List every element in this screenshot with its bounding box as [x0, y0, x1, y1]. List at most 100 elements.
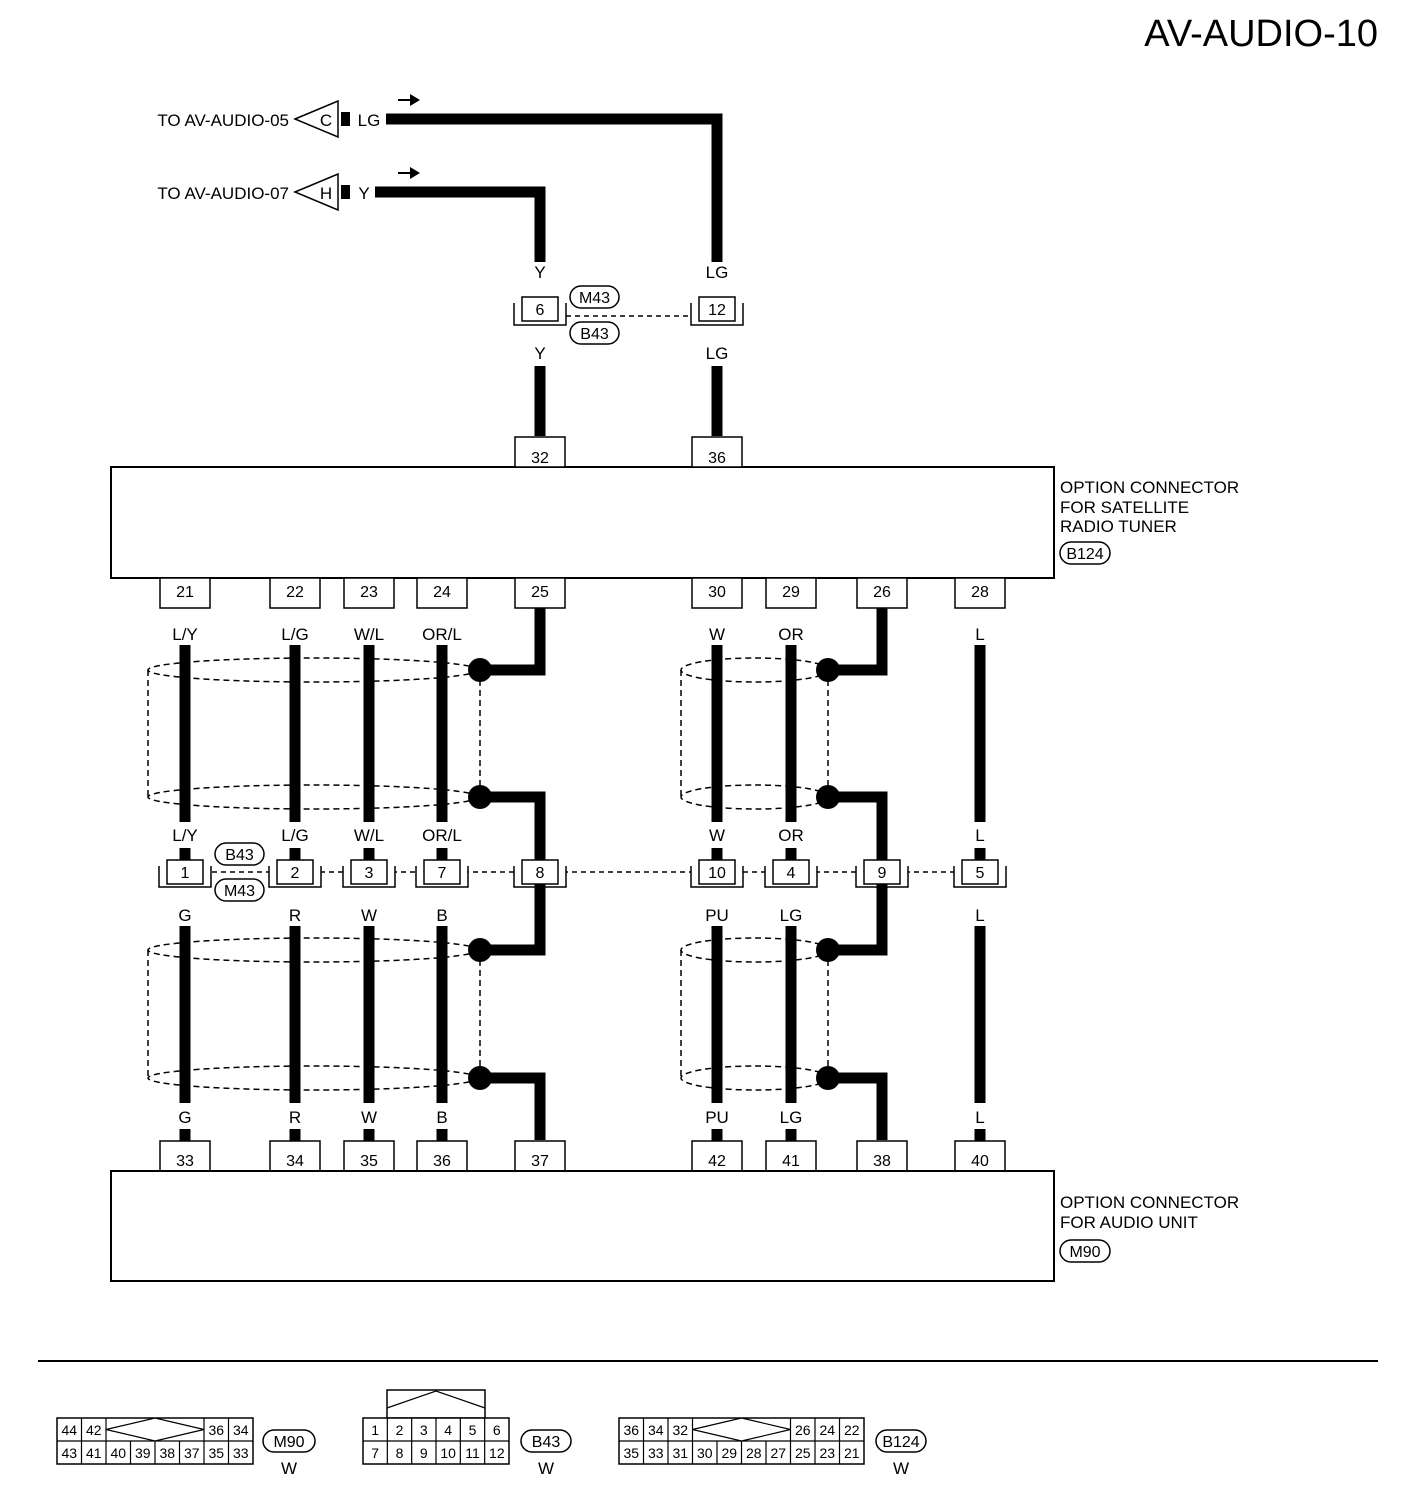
drain-wire: [828, 884, 888, 956]
page-title: AV-AUDIO-10: [1144, 13, 1378, 55]
face-pin: 8: [396, 1445, 404, 1461]
audio-unit: 33 34 35 36 37 42 41 38 40 OPTION CONNEC…: [110, 1140, 1239, 1282]
face-view-m90: 44 42 36 34 43 41 40 39 38 37 35 33 M90 …: [56, 1417, 316, 1478]
connector-pin-box: [276, 859, 314, 885]
unit-pin-number: 35: [360, 1153, 378, 1170]
connector-pin-box: [423, 859, 461, 885]
connector-pin-box: [350, 859, 388, 885]
shield-outline: [147, 657, 479, 683]
unit-label-line: OPTION CONNECTOR: [1060, 1193, 1239, 1212]
wire-color-label: B: [436, 906, 447, 925]
face-pin: 25: [795, 1445, 811, 1461]
drain-wire: [828, 608, 888, 676]
wire-color-label: LG: [706, 263, 729, 282]
shield-node: [468, 658, 492, 682]
face-pin: 36: [208, 1422, 224, 1438]
drain-wire: [480, 1072, 546, 1140]
unit-pin-tab: [416, 1140, 468, 1172]
face-pin: 11: [465, 1445, 480, 1461]
face-pin: 39: [135, 1445, 151, 1461]
face-pin: 35: [623, 1445, 639, 1461]
wire-color-label: PU: [705, 906, 729, 925]
face-pin: 9: [420, 1445, 428, 1461]
drain-wire: [480, 608, 546, 676]
unit-pin-tab: [691, 1140, 743, 1172]
unit-label-line: FOR SATELLITE: [1060, 498, 1189, 517]
wire-color-label: W: [361, 906, 377, 925]
unit-pin-number: 40: [971, 1153, 989, 1170]
wire-color-label: B: [436, 1108, 447, 1127]
unit-tag-text: M90: [1069, 1244, 1100, 1261]
unit-pin-number: 29: [782, 584, 800, 601]
unit-pin-tab: [954, 577, 1006, 609]
connector-bracket: [513, 303, 567, 326]
face-pin: 31: [672, 1445, 688, 1461]
connector-pin-box: [166, 859, 204, 885]
face-pin: 41: [86, 1445, 102, 1461]
wire-color-label: LG: [780, 1108, 803, 1127]
connector-tag-text: B43: [580, 326, 609, 343]
unit-tag-text: B124: [1066, 546, 1103, 563]
unit-pin-number: 36: [708, 450, 726, 467]
shield-outline: [680, 657, 830, 683]
connector-pin-number: 10: [708, 865, 726, 882]
shield-outline: [147, 1065, 479, 1091]
unit-pin-tab: [691, 436, 743, 468]
unit-pin-number: 34: [286, 1153, 304, 1170]
wire-color-label: R: [289, 906, 301, 925]
unit-bottom-pins: 21 22 23 24 25 30 29 26 28: [159, 577, 1006, 609]
connector-pin-number: 3: [365, 865, 374, 882]
connector-tag-b43: [214, 842, 265, 866]
row-connector-b43-m43: 1 2 3 7 8 10 4 9 5 B43 M43: [158, 842, 1007, 902]
unit-pin-tab: [159, 1140, 211, 1172]
shield-outline: [680, 784, 830, 810]
face-pin: 35: [208, 1445, 224, 1461]
connector-tag-text: B43: [225, 847, 254, 864]
unit-label-line: RADIO TUNER: [1060, 517, 1177, 536]
face-pin: 44: [61, 1422, 77, 1438]
face-tag-text: M90: [273, 1434, 304, 1451]
arrow-shape-h: [293, 172, 339, 212]
unit-pin-tab: [856, 1140, 908, 1172]
shield-node: [468, 1066, 492, 1090]
connector-pin-box: [521, 859, 559, 885]
unit-box: [110, 466, 1055, 579]
face-pin: 2: [396, 1422, 404, 1438]
arrow-terminal-c: [341, 112, 350, 126]
shield-node: [816, 1066, 840, 1090]
unit-pin-number: 26: [873, 584, 891, 601]
face-pin: 7: [371, 1445, 379, 1461]
face-pin: 10: [440, 1445, 456, 1461]
connector-pin-number: 12: [708, 302, 726, 319]
joint-connector-m43-b43: Y LG 6 12 M43 B43 Y LG: [513, 263, 744, 436]
arrow-connector-h: TO AV-AUDIO-07 H Y: [157, 167, 546, 262]
connector-pin-number: 8: [536, 865, 545, 882]
unit-tag: [1059, 1239, 1111, 1263]
unit-label-line: FOR AUDIO UNIT: [1060, 1213, 1198, 1232]
unit-pin-tab: [691, 577, 743, 609]
connector-tag-m43: [214, 878, 265, 902]
connector-tag-text: M43: [224, 883, 255, 900]
arrow-letter-c: C: [320, 111, 332, 130]
signal-arrowhead-c: [410, 94, 420, 106]
connector-pin-number: 7: [438, 865, 447, 882]
face-housing: [386, 1389, 486, 1419]
shield-outline: [680, 1065, 830, 1091]
face-tag: [520, 1429, 572, 1453]
unit-pin-tab: [856, 577, 908, 609]
wire-color-label: W: [709, 826, 725, 845]
unit-pin-number: 23: [360, 584, 378, 601]
connector-pin-number: 6: [536, 302, 545, 319]
face-view-b124: 36 34 32 26 24 22 35 33 31 30 29 28 27 2…: [618, 1417, 927, 1478]
arrow-text-h: TO AV-AUDIO-07: [157, 184, 289, 203]
wire-color-label: OR/L: [422, 826, 462, 845]
wire-lg-top: [386, 113, 723, 262]
wire-color-label: G: [178, 906, 191, 925]
face-pin: 40: [110, 1445, 126, 1461]
connector-pin-box: [698, 296, 736, 322]
face-pin: 1: [371, 1422, 379, 1438]
wire-color-label: L: [975, 826, 984, 845]
unit-pin-number: 22: [286, 584, 304, 601]
arrow-letter-h: H: [320, 184, 332, 203]
